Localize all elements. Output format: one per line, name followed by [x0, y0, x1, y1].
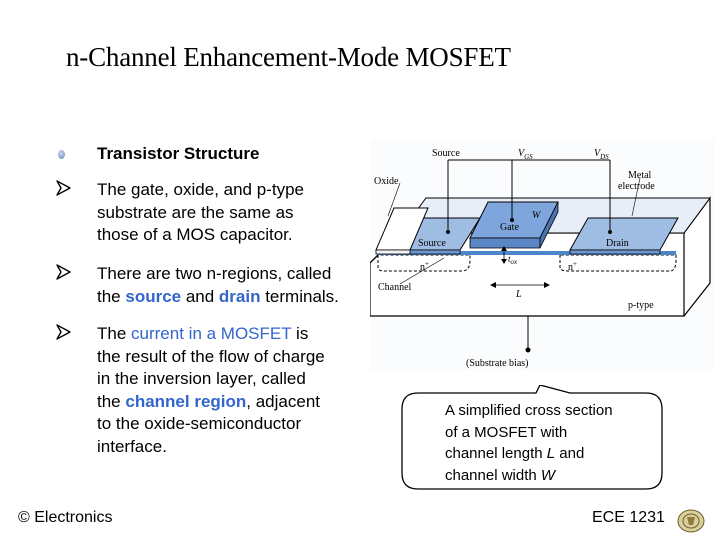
slide-title: n-Channel Enhancement-Mode MOSFET	[66, 42, 511, 72]
source-terminal-label: Source	[432, 148, 460, 159]
source-term: source	[125, 286, 182, 306]
bullet-text: There are two n-regions, called the sour…	[97, 264, 339, 306]
bullet-text: Transistor Structure	[97, 144, 260, 163]
university-seal-icon	[677, 509, 705, 533]
arrow-bullet-icon	[56, 263, 86, 288]
tox-label: tox	[508, 254, 518, 266]
electrode-label: electrode	[618, 181, 655, 192]
footer-copyright: © Electronics	[18, 509, 113, 526]
l-label: L	[515, 289, 522, 300]
arrow-bullet-icon	[56, 179, 86, 204]
vds-label: VDS	[594, 148, 609, 161]
substrate-bias-label: (Substrate bias)	[466, 358, 529, 369]
drain-term: drain	[218, 286, 261, 306]
mosfet-cross-section-figure: n+ n+ Source VGS VDS Oxide Metal electro…	[370, 138, 714, 370]
figure-caption: A simplified cross section of a MOSFET w…	[445, 402, 613, 484]
arrow-bullet-icon	[56, 323, 86, 348]
gate-label: Gate	[500, 222, 519, 233]
vgs-label: VGS	[518, 148, 533, 161]
bullet-text: The current in a MOSFET is the result of…	[97, 324, 325, 456]
caption-callout-bubble	[401, 385, 663, 490]
source-region-label: Source	[418, 238, 446, 249]
n-plus-right-label: n+	[568, 260, 577, 273]
metal-label: Metal	[628, 170, 652, 181]
oxide-label: Oxide	[374, 176, 399, 187]
dot-bullet-icon	[56, 143, 86, 166]
n-plus-left-label: n+	[420, 260, 429, 273]
bullet-text: The gate, oxide, and p-type substrate ar…	[97, 180, 304, 244]
channel-label: Channel	[378, 282, 412, 293]
w-label: W	[532, 210, 542, 221]
p-type-label: p-type	[628, 300, 654, 311]
footer-course-code: ECE 1231	[592, 509, 665, 526]
channel-region-term: channel region	[125, 391, 247, 411]
drain-region-label: Drain	[606, 238, 629, 249]
